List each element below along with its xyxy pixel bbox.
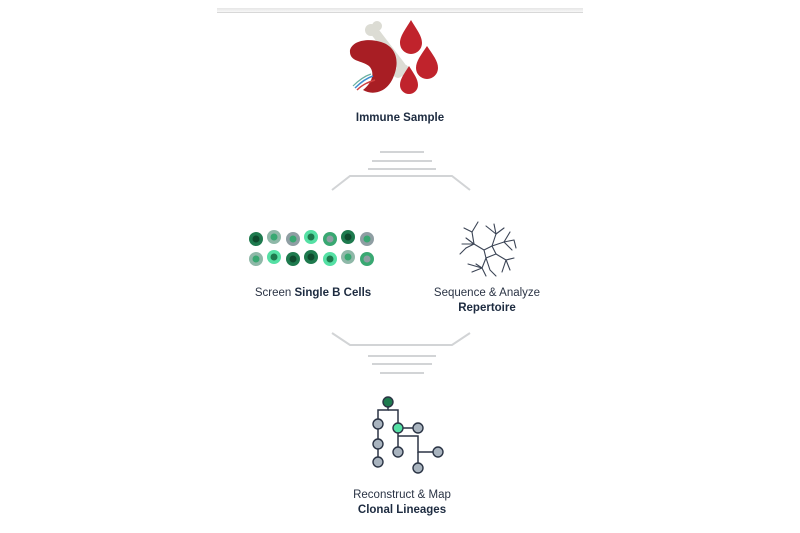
blood-drop-icon	[400, 20, 422, 54]
screen-prefix: Screen	[254, 287, 292, 299]
cell-grid-icon	[249, 230, 374, 266]
phylogenetic-tree-radial-icon	[459, 221, 517, 277]
sequence-bold: Repertoire	[458, 302, 516, 314]
sequence-line1: Sequence & Analyze	[433, 287, 541, 299]
immune-sample-label: Immune Sample	[355, 112, 445, 124]
reconstruct-label: Reconstruct & Map Clonal Lineages	[340, 488, 464, 518]
reconstruct-line1: Reconstruct & Map	[353, 489, 451, 501]
sequence-label: Sequence & Analyze Repertoire	[420, 286, 554, 316]
b-cell-icons	[249, 230, 374, 266]
lineage-tree-icon	[372, 396, 444, 474]
spleen-icon	[349, 40, 397, 93]
blood-drop-icon	[400, 66, 418, 94]
vessels-icon	[352, 73, 376, 91]
blood-drop-icon	[416, 46, 438, 79]
screen-bold: Single B Cells	[294, 287, 372, 299]
screen-label: Screen Single B Cells	[236, 286, 390, 301]
blood-bone-spleen-icon	[349, 20, 438, 94]
reconstruct-bold: Clonal Lineages	[357, 504, 447, 516]
top-divider	[217, 8, 583, 13]
